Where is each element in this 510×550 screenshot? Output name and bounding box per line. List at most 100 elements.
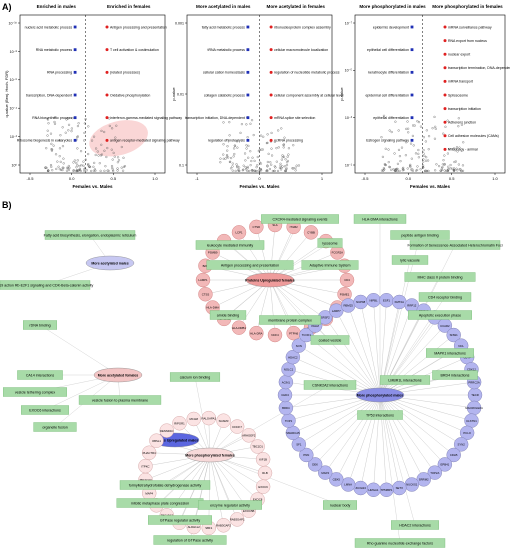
data-point (56, 160, 59, 163)
hub-label: More phosphorylated females (185, 453, 235, 457)
term-label: lysosome (322, 242, 337, 246)
data-point (106, 146, 109, 150)
data-point (382, 114, 386, 117)
blue-gene-node (437, 457, 453, 472)
blue-gene-node (291, 437, 307, 452)
edge (336, 310, 381, 396)
y-tick-label: 10⁻⁸ (10, 50, 18, 54)
blue-term-marker (73, 93, 77, 97)
pink-gene-node (159, 423, 174, 438)
data-point (382, 169, 385, 172)
gene-label: MAP4 (145, 491, 153, 495)
data-point (83, 131, 86, 134)
data-point (244, 166, 247, 169)
red-term-marker (443, 79, 447, 83)
data-point (58, 155, 61, 158)
data-point (259, 169, 262, 172)
data-point (249, 164, 252, 167)
gene-label: PSME1 (340, 292, 350, 296)
data-point (451, 167, 454, 170)
data-point (274, 166, 277, 169)
data-point (411, 169, 414, 173)
data-point (281, 156, 284, 159)
data-point (265, 169, 268, 173)
data-point (96, 150, 99, 153)
blue-gene-node (453, 437, 469, 452)
blue-term-label: RNA processing (47, 71, 72, 75)
blue-term-marker (246, 70, 250, 74)
term-label: GTPase regulator activity (160, 519, 201, 523)
gene-label: LARP7 (332, 309, 341, 313)
edge (306, 334, 381, 396)
data-point (85, 169, 88, 172)
data-point (397, 148, 401, 151)
data-point (297, 164, 300, 167)
data-point (452, 169, 455, 172)
pink-gene-node (255, 452, 271, 467)
data-point (416, 168, 419, 171)
data-point (58, 139, 61, 142)
edge (269, 224, 276, 281)
data-point (66, 167, 70, 170)
data-point (292, 167, 295, 170)
edge (39, 324, 119, 376)
data-point (83, 139, 86, 142)
data-point (260, 134, 263, 137)
data-point (87, 125, 90, 128)
blue-term-label: cellular cation homeostasis (203, 71, 245, 75)
header-right: Enriched in females (107, 4, 151, 9)
data-point (258, 148, 261, 152)
data-point (222, 143, 225, 146)
gene-label: CDH5 (450, 453, 458, 457)
data-point (67, 169, 70, 172)
data-point (280, 158, 283, 161)
data-point (229, 167, 233, 170)
data-point (122, 165, 126, 168)
term-node (354, 538, 446, 548)
data-point (444, 125, 447, 128)
data-point (83, 122, 86, 125)
red-term-label: transcription initiation (448, 107, 481, 111)
data-point (419, 168, 422, 171)
gene-label: SRRM2 (419, 478, 429, 482)
pink-gene-node (216, 413, 231, 428)
data-point (424, 140, 427, 143)
data-point (281, 154, 284, 157)
hub-label: More acetylated females (98, 373, 139, 377)
data-point (269, 161, 272, 164)
gene-label: FCGR2A (332, 251, 343, 255)
gene-label: PRRC2A (468, 380, 479, 384)
data-point (236, 166, 239, 169)
x-tick-label: 0.0 (69, 176, 75, 181)
data-point (399, 160, 402, 163)
red-term-label: ncRNA processing (274, 139, 303, 143)
data-point (442, 159, 445, 162)
data-point (67, 164, 70, 168)
term-node (261, 214, 339, 224)
hub-label: Proteins Upregulated females (245, 278, 294, 282)
data-point (84, 118, 87, 121)
data-point (275, 160, 278, 163)
blue-term-label: epithelial differentiation (373, 116, 409, 120)
gene-label: NCF4 (271, 333, 279, 337)
gene-label: TP53BP1 (380, 488, 392, 492)
red-term-marker (443, 39, 447, 43)
blue-term-label: regulation of proteolysis (208, 139, 245, 143)
edge (209, 384, 331, 456)
data-point (50, 142, 53, 145)
gene-label: TOP2A (430, 471, 439, 475)
data-point (227, 156, 230, 159)
term-label: H19 action Rb-E2F1 signaling and CDK-Bet… (0, 284, 94, 288)
data-point (456, 150, 459, 153)
x-axis-label: Females vs. Males (72, 184, 113, 189)
data-point (251, 156, 254, 159)
y-tick-label: 10⁰ (12, 163, 18, 167)
header-right: More acetylated in females (267, 4, 326, 9)
term-label: formyltetrahydrofolate dehydrogenase act… (129, 484, 202, 488)
edge (269, 232, 312, 281)
red-term-label: regulation of nucleotide metabolic proce… (274, 71, 340, 75)
blue-term-marker (410, 116, 414, 120)
data-point (266, 165, 269, 168)
data-point (382, 167, 385, 170)
